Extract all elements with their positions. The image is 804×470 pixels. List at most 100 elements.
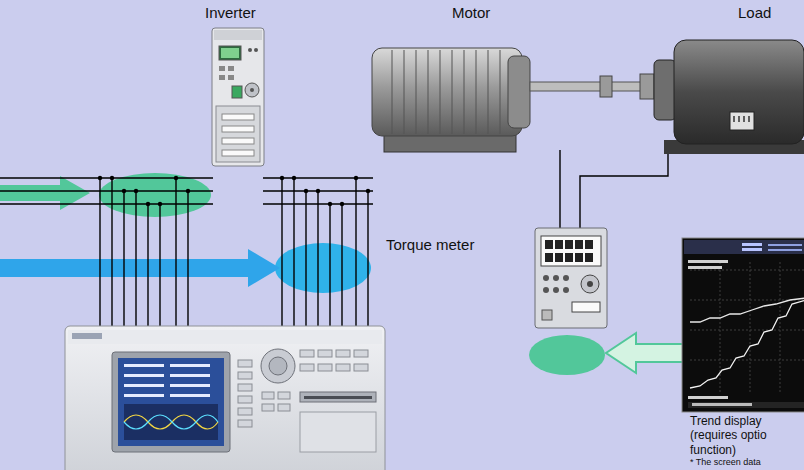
inverter-unit xyxy=(245,83,259,97)
wire-junction xyxy=(186,189,190,193)
power-analyzer-unit xyxy=(269,357,287,375)
trend-display-screen xyxy=(742,243,762,246)
trend-display-screen xyxy=(690,298,804,322)
input-measure-mark xyxy=(99,173,211,217)
trend-display-screen xyxy=(768,249,802,251)
power-wire xyxy=(317,191,318,330)
power-analyzer-unit xyxy=(318,350,332,357)
inverter-unit xyxy=(212,28,264,166)
power-wire xyxy=(175,178,176,330)
torque-meter-unit xyxy=(575,240,583,249)
trend-display-screen xyxy=(688,266,722,269)
inverter-unit xyxy=(219,66,225,71)
motor-unit xyxy=(416,50,417,134)
torque-meter-unit xyxy=(553,287,559,293)
wire-junction xyxy=(328,202,332,206)
torque-meter-unit xyxy=(543,287,549,293)
torque-meter-unit xyxy=(563,287,569,293)
wire-junction xyxy=(280,176,284,180)
power-analyzer-unit xyxy=(262,404,274,411)
load-machine xyxy=(734,116,749,122)
trend-display-screen xyxy=(690,262,804,392)
load-machine xyxy=(654,40,804,154)
inverter-unit xyxy=(214,30,262,40)
trend-display-screen xyxy=(750,262,751,392)
torque-meter-unit xyxy=(545,240,593,262)
torque-meter-unit xyxy=(555,253,563,262)
power-analyzer-unit xyxy=(170,364,210,367)
inverter-unit xyxy=(221,48,239,58)
power-wire xyxy=(0,178,373,330)
power-analyzer-unit xyxy=(118,358,224,446)
wire-junction xyxy=(98,176,370,206)
inverter-unit xyxy=(254,48,258,52)
power-analyzer-unit xyxy=(65,326,385,470)
input-measure-mark xyxy=(0,176,90,210)
trend-display-screen xyxy=(692,403,752,406)
power-analyzer-unit xyxy=(170,394,210,397)
device-label: Torque meter xyxy=(386,236,474,254)
torque-meter-unit xyxy=(585,240,593,249)
load-machine xyxy=(743,116,745,122)
power-wire xyxy=(159,204,160,330)
inverter-unit xyxy=(228,75,234,80)
input-measure-mark xyxy=(0,173,211,217)
torque-meter-unit xyxy=(542,310,552,320)
device-label: Inverter xyxy=(205,4,256,22)
screen-caption: Trend display (requires optio function) xyxy=(690,414,802,457)
power-wire xyxy=(0,177,213,178)
inverter-unit xyxy=(222,138,254,144)
power-analyzer-unit xyxy=(72,333,102,339)
device-label: Motor xyxy=(452,4,490,22)
load-machine xyxy=(674,40,804,144)
load-machine xyxy=(738,116,740,122)
power-wire xyxy=(147,204,148,330)
torque-meter-unit xyxy=(565,253,573,262)
power-wire xyxy=(305,191,306,330)
trend-display-screen xyxy=(682,238,804,412)
torque-meter-unit xyxy=(581,275,599,293)
wire-junction xyxy=(110,176,114,180)
motor-unit xyxy=(440,50,441,134)
power-analyzer-unit xyxy=(304,396,372,399)
torque-meter-unit xyxy=(545,253,553,262)
wire-junction xyxy=(304,189,308,193)
power-analyzer-unit xyxy=(238,384,252,391)
trend-display-screen xyxy=(690,270,804,271)
power-analyzer-unit xyxy=(124,364,164,367)
inverter-unit xyxy=(248,48,252,52)
torque-measure-mark xyxy=(529,335,605,375)
trend-display-screen xyxy=(690,360,804,361)
power-analyzer-unit xyxy=(261,349,295,383)
wire-junction xyxy=(366,189,370,193)
power-analyzer-unit xyxy=(300,392,376,402)
motor-unit xyxy=(500,50,501,134)
trend-display-screen xyxy=(684,240,804,254)
load-machine xyxy=(748,116,750,122)
trend-display-screen xyxy=(690,330,804,331)
motor-unit xyxy=(640,74,654,99)
torque-meter-unit xyxy=(572,302,600,312)
inverter-unit xyxy=(219,46,241,60)
inverter-unit xyxy=(222,114,254,120)
power-analyzer-unit xyxy=(170,374,210,377)
wire-junction xyxy=(98,176,102,180)
power-analyzer-unit xyxy=(124,404,218,440)
power-analyzer-unit xyxy=(354,364,368,371)
trend-display-screen xyxy=(780,262,781,392)
motor-unit xyxy=(392,50,393,134)
motor-unit xyxy=(600,76,612,97)
torque-meter-unit xyxy=(553,275,559,281)
wire-junction xyxy=(122,189,126,193)
output-measure-mark xyxy=(0,243,371,293)
wire-junction xyxy=(292,176,296,180)
torque-measure-mark xyxy=(606,333,690,373)
inverter-unit xyxy=(222,150,254,156)
power-wire xyxy=(341,204,342,330)
inverter-unit xyxy=(222,126,254,132)
inverter-unit xyxy=(219,75,225,80)
torque-meter-unit xyxy=(543,275,549,281)
power-analyzer-unit xyxy=(238,420,252,427)
motor-unit xyxy=(488,50,489,134)
